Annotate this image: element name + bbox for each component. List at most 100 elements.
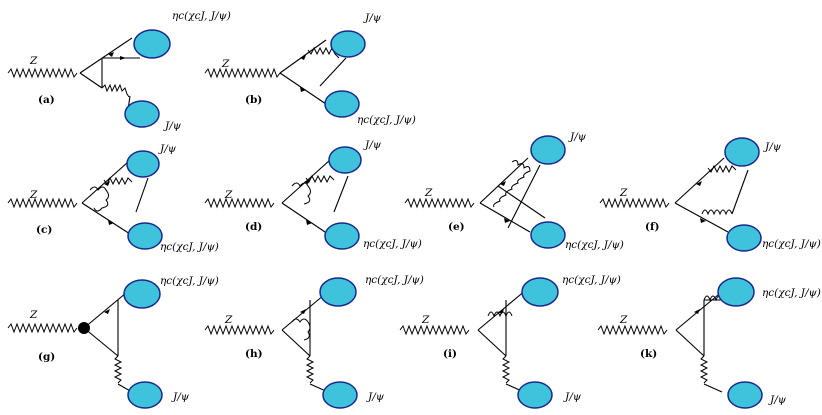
quark-line-lower <box>83 327 119 357</box>
z-label: Z <box>29 55 38 67</box>
gluon-curl <box>701 209 733 216</box>
upper-meson-label: ηc(χcJ, J/ψ) <box>365 274 424 286</box>
panel-label: (f) <box>645 221 659 233</box>
quark-line-upper <box>81 161 129 204</box>
z-boson-line <box>7 322 78 334</box>
panel-label: (e) <box>448 221 465 233</box>
gluon-line <box>305 355 315 384</box>
panel-label: (b) <box>245 94 262 106</box>
meson-blob-upper <box>724 137 760 167</box>
z-label: Z <box>619 314 628 326</box>
panel-label: (i) <box>443 348 457 360</box>
z-boson-line <box>204 67 281 79</box>
arrow-head <box>108 52 114 57</box>
meson-blob-upper <box>328 146 362 174</box>
gluon-line <box>305 174 335 184</box>
arrow-head <box>504 218 510 223</box>
quark-line-upper <box>674 157 725 204</box>
arrow-head <box>500 181 506 186</box>
lower-meson-label: ηc(χcJ, J/ψ) <box>160 241 219 253</box>
panel-c: Z J/ψ ηc(χcJ, J/ψ) (c) <box>7 143 219 253</box>
arrow-head <box>108 220 114 225</box>
quark-line-upper <box>479 157 529 204</box>
quark-line-lower <box>479 202 531 233</box>
arrow-head <box>694 309 700 314</box>
panel-g: Z ηc(χcJ, J/ψ) J/ψ (g) <box>7 275 219 409</box>
z-boson-line <box>599 197 670 209</box>
meson-blob-lower <box>530 221 566 249</box>
panel-label: (d) <box>245 221 262 233</box>
upper-meson-label: ηc(χcJ, J/ψ) <box>562 274 621 286</box>
z-label: Z <box>29 189 38 201</box>
lower-meson-label: J/ψ <box>163 120 182 132</box>
quark-line-lower <box>281 202 329 235</box>
z-label: Z <box>29 309 38 321</box>
meson-blob-lower <box>517 381 553 409</box>
z-boson-line <box>204 324 275 336</box>
meson-blob-upper <box>123 279 161 309</box>
lower-meson-label: ηc(χcJ, J/ψ) <box>357 114 416 126</box>
z-boson-line <box>404 197 475 209</box>
panel-f: Z J/ψ ηc(χcJ, J/ψ) (f) <box>599 137 821 252</box>
z-label: Z <box>619 187 628 199</box>
meson-blob-upper <box>530 135 566 165</box>
gluon-loop <box>291 182 311 205</box>
panel-b: Z J/ψ ηc(χcJ, J/ψ) (b) <box>204 12 416 126</box>
upper-meson-label: J/ψ <box>568 131 587 143</box>
panel-a: Z ηc(χcJ, J/ψ) J/ψ (a) <box>7 10 231 132</box>
panel-k: Z ηc(χcJ, J/ψ) J/ψ (k) <box>597 277 821 409</box>
upper-meson-label: J/ψ <box>763 141 782 153</box>
gluon-curl <box>493 160 531 208</box>
meson-blob-lower <box>726 224 762 252</box>
quark-line-inner <box>319 57 347 87</box>
z-label: Z <box>221 58 230 70</box>
quark-line-lower <box>675 329 705 357</box>
z-boson-line <box>7 67 78 79</box>
panel-label: (h) <box>245 348 263 360</box>
arrow-head <box>300 87 306 92</box>
arrow-head <box>306 220 312 225</box>
z-boson-line <box>7 197 78 209</box>
upper-meson-label: ηc(χcJ, J/ψ) <box>762 287 821 299</box>
gluon-line <box>113 355 123 384</box>
quark-line-upper <box>675 289 725 331</box>
quark-line-lower <box>477 329 507 357</box>
quark-line-lower <box>674 202 729 233</box>
z-boson-line <box>597 324 668 336</box>
panel-label: (k) <box>640 348 657 360</box>
z-label: Z <box>224 314 233 326</box>
meson-blob-lower <box>322 381 358 409</box>
meson-blob-lower <box>324 90 360 118</box>
upper-meson-label: J/ψ <box>158 143 177 155</box>
gluon-line <box>699 355 709 384</box>
panel-label: (g) <box>38 351 55 363</box>
upper-meson-label: J/ψ <box>363 139 382 151</box>
meson-blob-upper <box>126 150 160 178</box>
lower-meson-label: ηc(χcJ, J/ψ) <box>565 239 624 251</box>
gluon-line <box>101 83 130 98</box>
lower-meson-label: J/ψ <box>563 391 582 403</box>
meson-blob-upper <box>717 277 755 307</box>
arrow-head <box>696 181 702 186</box>
meson-blob-lower <box>324 222 360 250</box>
panel-label: (a) <box>38 94 55 106</box>
quark-line-lower <box>281 329 311 357</box>
panel-e: Z J/ψ ηc(χcJ, J/ψ) (e) <box>404 131 624 251</box>
meson-blob-upper <box>330 30 366 58</box>
z-boson-line <box>399 324 470 336</box>
meson-blob-lower <box>727 381 763 409</box>
meson-blob-lower <box>127 222 163 250</box>
panel-d: Z J/ψ ηc(χcJ, J/ψ) (d) <box>204 139 422 250</box>
z-label: Z <box>421 314 430 326</box>
arrow-head <box>304 179 310 184</box>
arrow-head <box>700 218 706 223</box>
arrow-head <box>120 56 126 60</box>
quark-line-inner <box>731 169 749 215</box>
gluon-line <box>707 164 737 174</box>
arrow-head <box>104 309 110 314</box>
arrow-head <box>300 309 306 314</box>
quark-arrows <box>104 52 706 314</box>
meson-blob-lower <box>124 100 160 128</box>
arrow-head <box>300 55 306 60</box>
